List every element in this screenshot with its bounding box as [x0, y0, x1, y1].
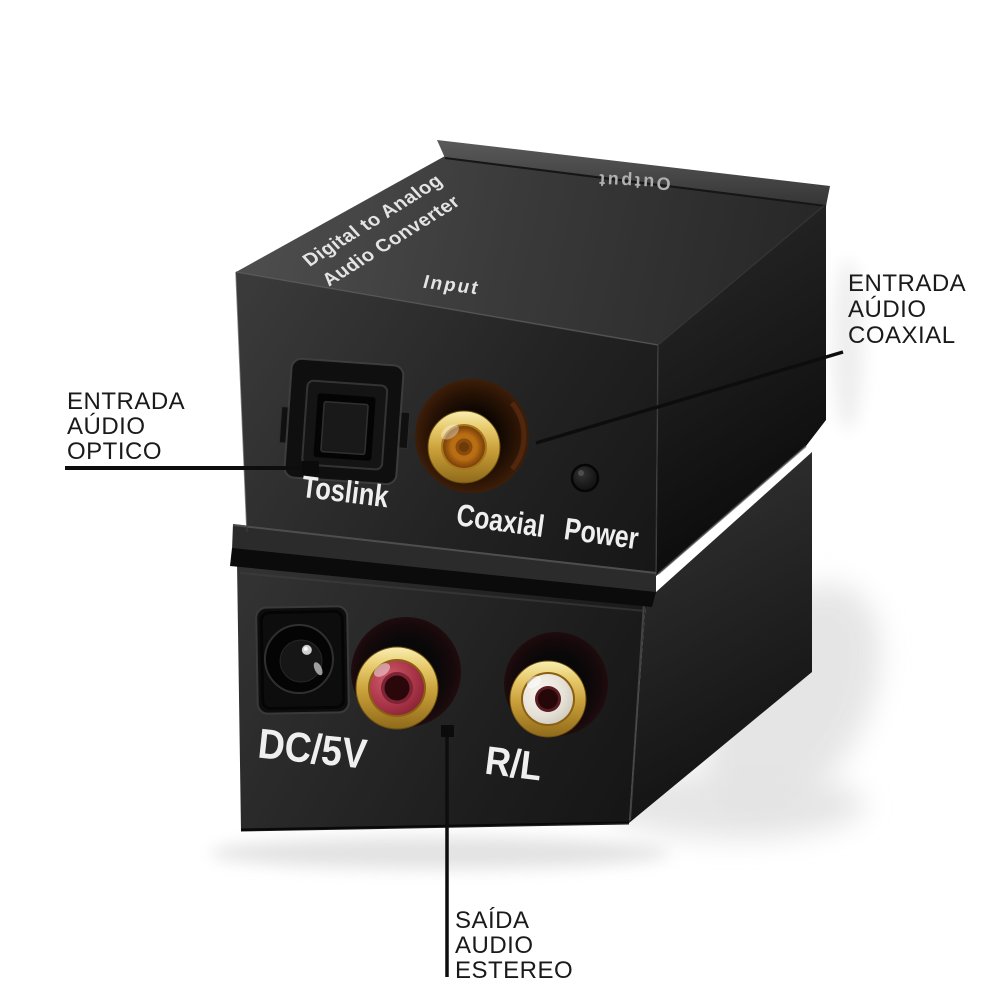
flange-highlight — [232, 524, 657, 574]
dc-power-jack — [255, 605, 350, 715]
optical-label-line-0: ENTRADA — [67, 388, 185, 415]
power-led — [570, 463, 600, 493]
callout-marker-stereo — [441, 725, 454, 737]
side-bottom-edge — [657, 445, 807, 575]
rca-jack-red — [351, 617, 461, 730]
coaxial-label-line-2: COAXIAL — [848, 322, 956, 349]
dc-label: DC/5V — [256, 720, 370, 778]
callout-optical-input: ENTRADA AÚDIO OPTICO — [65, 388, 319, 475]
top-side-edge — [657, 203, 827, 346]
top-unit-back-lip — [437, 140, 830, 206]
toslink-port — [278, 357, 411, 486]
bottom-unit-top-edge — [239, 572, 646, 612]
front-left-edge — [235, 271, 248, 533]
top-front-edge — [235, 271, 659, 346]
coaxial-jack — [415, 379, 529, 493]
top-unit-side-face — [656, 204, 826, 576]
top-unit: Digital to Analog Audio Converter Input … — [230, 140, 830, 607]
callout-marker-optical — [302, 461, 319, 475]
optical-label-line-2: OPTICO — [67, 438, 162, 465]
callout-line-coaxial — [535, 350, 844, 445]
callout-coaxial-input: ENTRADA AÚDIO COAXIAL — [535, 270, 966, 445]
bottom-unit-bottom-edge — [240, 821, 630, 832]
bottom-unit: DC/5V R/L — [237, 452, 812, 832]
front-side-edge-highlight — [629, 603, 645, 821]
coaxial-label-line-0: ENTRADA — [848, 270, 966, 297]
front-side-edge — [655, 344, 659, 577]
top-unit-top-face — [236, 156, 826, 345]
stereo-label-line-1: AUDIO — [455, 932, 534, 959]
lip-groove — [444, 157, 827, 207]
rl-label: R/L — [483, 738, 545, 789]
unit-gap-shadow — [230, 548, 656, 607]
annotations: ENTRADA AÚDIO OPTICO ENTRADA AÚDIO COAXI… — [65, 270, 966, 984]
stereo-label-line-0: SAÍDA — [455, 907, 530, 934]
callout-stereo-output: SAÍDA AUDIO ESTEREO — [441, 725, 573, 984]
bottom-unit-side-face — [629, 452, 812, 823]
coaxial-label-line-1: AÚDIO — [848, 296, 927, 323]
rca-jack-white — [504, 632, 608, 738]
stereo-label-line-2: ESTEREO — [455, 957, 573, 984]
top-unit-bottom-flange — [232, 524, 656, 594]
optical-label-line-1: AÚDIO — [67, 413, 146, 440]
output-label: Output — [596, 170, 671, 194]
